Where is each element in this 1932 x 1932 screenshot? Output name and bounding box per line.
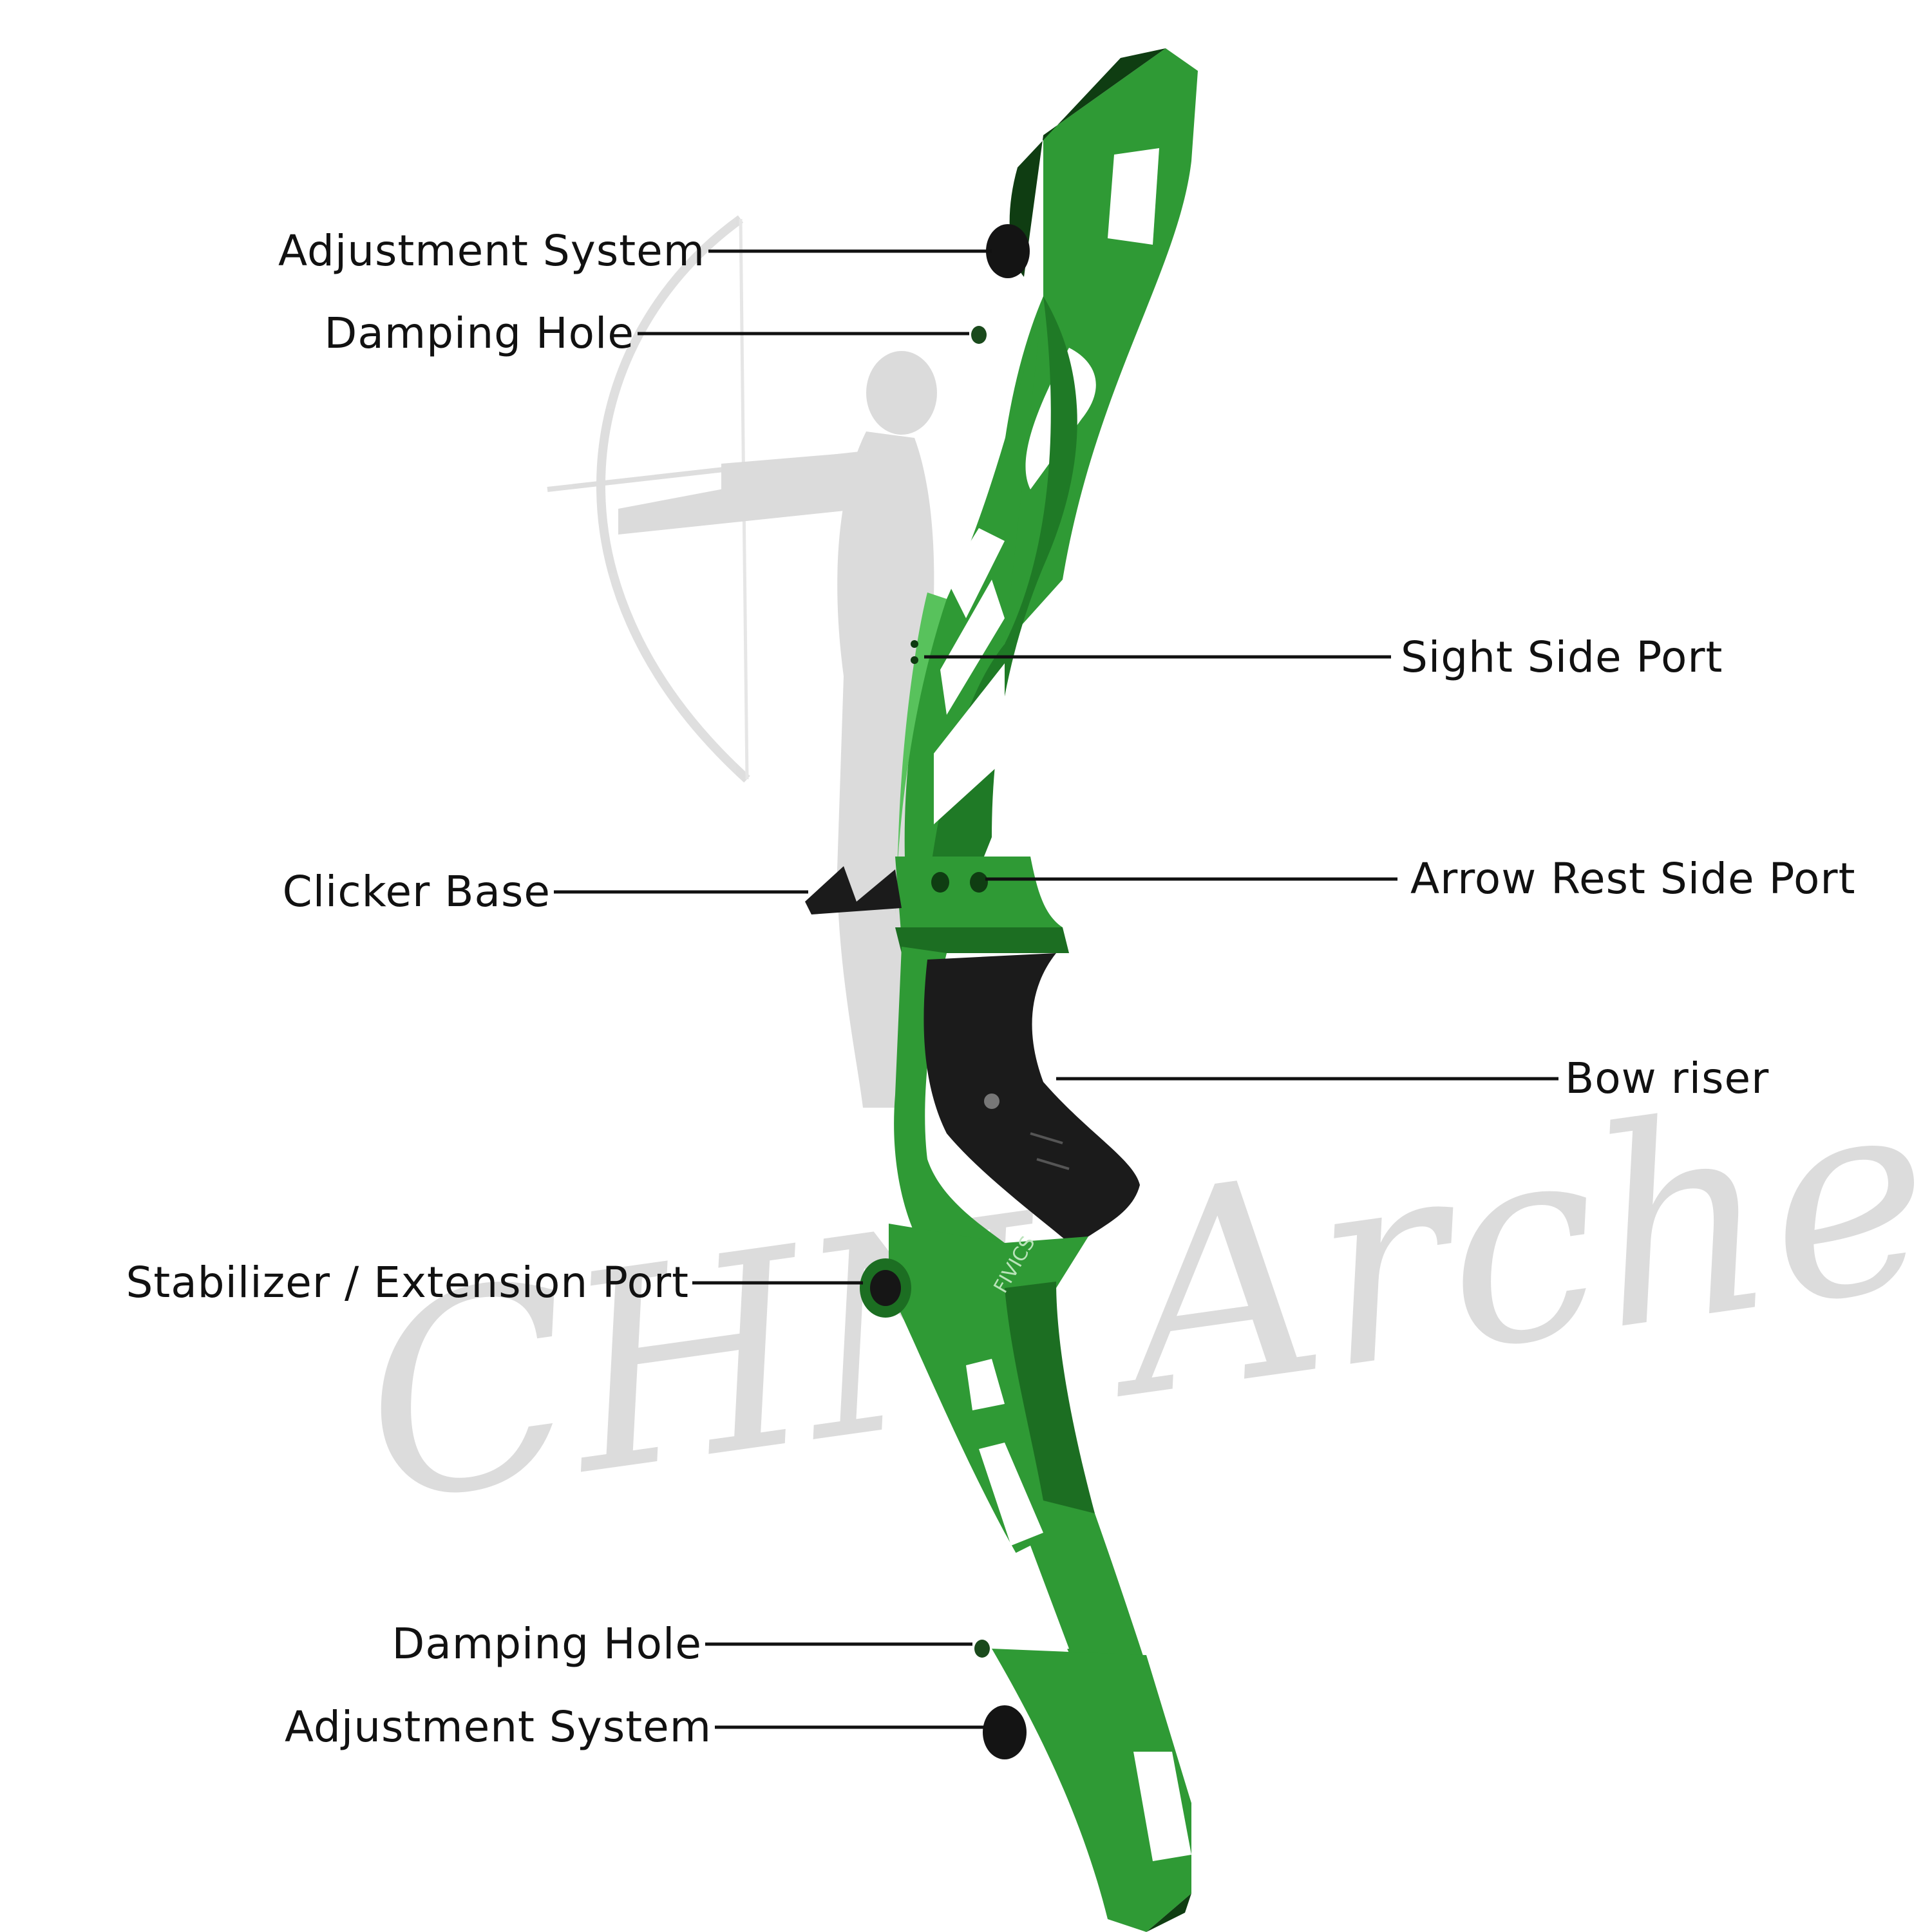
- label-damping-hole-bottom: Damping Hole: [392, 1619, 702, 1669]
- label-damping-hole-top: Damping Hole: [325, 308, 634, 358]
- arrow-rest-hole-2: [970, 872, 988, 893]
- label-adjustment-system-top: Adjustment System: [278, 226, 705, 276]
- label-sight-side-port: Sight Side Port: [1401, 632, 1723, 682]
- sight-port-dot-1: [911, 640, 918, 648]
- label-adjustment-system-bottom: Adjustment System: [285, 1702, 712, 1752]
- leader-lines: [554, 249, 1558, 1729]
- damping-hole-top-marker: [971, 326, 987, 344]
- bow-riser-body: FIVICS: [889, 48, 1198, 1932]
- callout-labels: Adjustment System Damping Hole Sight Sid…: [126, 226, 1855, 1752]
- label-arrow-rest-side-port: Arrow Rest Side Port: [1410, 854, 1855, 904]
- damping-hole-bottom-marker: [974, 1640, 990, 1658]
- adjustment-knob-bottom: [983, 1705, 1027, 1759]
- arrow-rest-hole-1: [931, 872, 949, 893]
- adjustment-knob-top: [986, 224, 1030, 278]
- clicker-base-part: [805, 866, 902, 914]
- label-clicker-base: Clicker Base: [283, 867, 551, 916]
- sight-port-dot-2: [911, 656, 918, 664]
- hardware-markers: [805, 224, 1030, 1759]
- label-bow-riser: Bow riser: [1565, 1054, 1769, 1103]
- label-stabilizer-extension-port: Stabilizer / Extension Port: [126, 1258, 689, 1307]
